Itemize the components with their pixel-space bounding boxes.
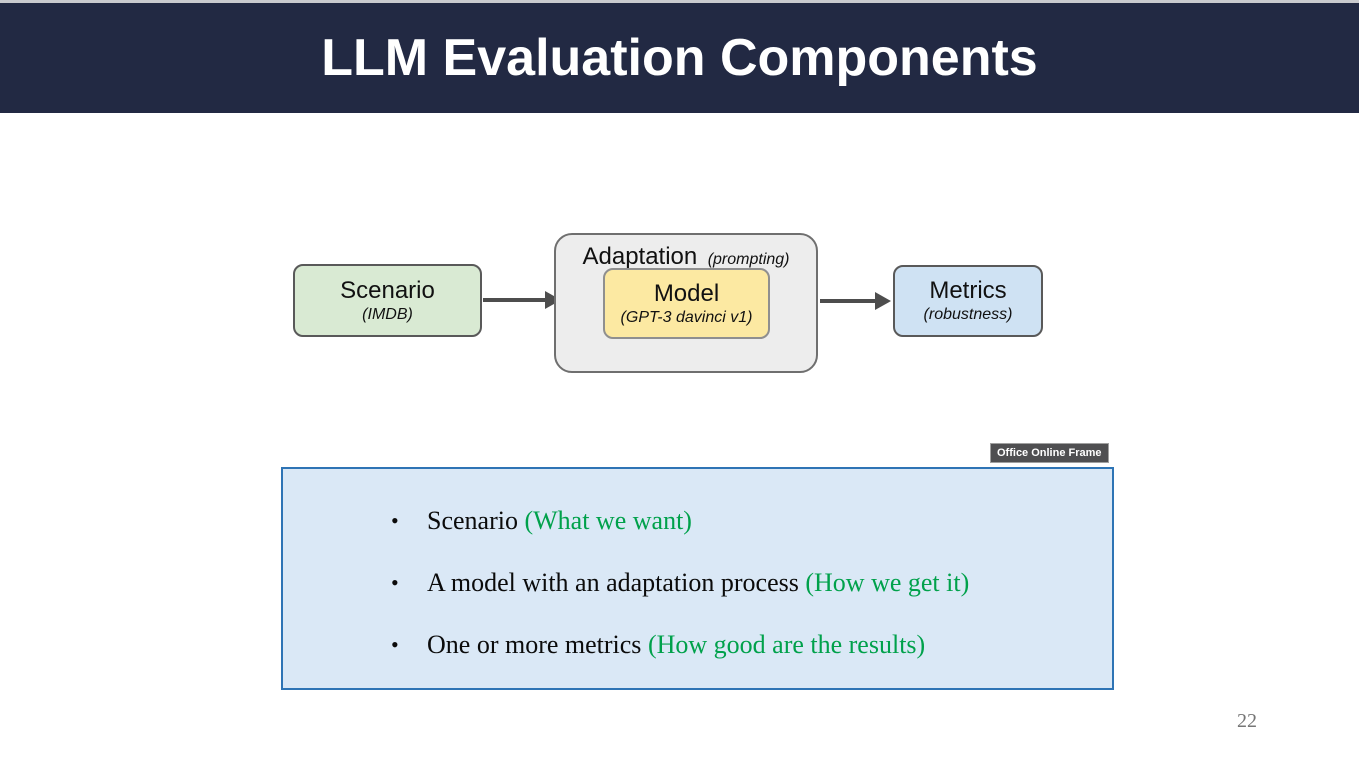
arrow-adaptation-to-metrics-head bbox=[875, 292, 891, 310]
bullet-highlight-text: (What we want) bbox=[524, 506, 692, 535]
bullet-text: A model with an adaptation process (How … bbox=[427, 567, 969, 599]
office-online-frame-panel[interactable]: • Scenario (What we want) • A model with… bbox=[281, 467, 1114, 690]
adaptation-header: Adaptation (prompting) bbox=[556, 243, 816, 271]
model-sublabel: (GPT-3 davinci v1) bbox=[620, 308, 753, 326]
top-edge-strip bbox=[0, 0, 1359, 3]
model-label: Model bbox=[653, 279, 720, 307]
page-number: 22 bbox=[1237, 710, 1257, 732]
bullet-main-text: A model with an adaptation process bbox=[427, 568, 806, 597]
bullet-main-text: Scenario bbox=[427, 506, 525, 535]
bullet-icon: • bbox=[391, 570, 399, 595]
bullet-list: • Scenario (What we want) • A model with… bbox=[391, 505, 969, 661]
arrow-scenario-to-adaptation-line bbox=[483, 298, 545, 302]
scenario-sublabel: (IMDB) bbox=[362, 305, 413, 323]
adaptation-label: Adaptation bbox=[582, 243, 698, 270]
slide-header: LLM Evaluation Components bbox=[0, 3, 1359, 113]
office-online-frame-tooltip: Office Online Frame bbox=[990, 443, 1109, 463]
metrics-node: Metrics (robustness) bbox=[893, 265, 1043, 337]
list-item: • A model with an adaptation process (Ho… bbox=[391, 567, 969, 599]
metrics-sublabel: (robustness) bbox=[923, 306, 1013, 323]
bullet-icon: • bbox=[391, 508, 399, 533]
scenario-label: Scenario bbox=[340, 276, 435, 304]
slide-title: LLM Evaluation Components bbox=[321, 29, 1038, 87]
list-item: • One or more metrics (How good are the … bbox=[391, 629, 969, 661]
list-item: • Scenario (What we want) bbox=[391, 505, 969, 537]
bullet-highlight-text: (How good are the results) bbox=[647, 630, 926, 659]
arrow-adaptation-to-metrics-line bbox=[820, 299, 875, 303]
bullet-highlight-text: (How we get it) bbox=[805, 568, 970, 597]
bullet-main-text: One or more metrics bbox=[427, 630, 648, 659]
bullet-text: Scenario (What we want) bbox=[427, 505, 692, 537]
scenario-node: Scenario (IMDB) bbox=[293, 264, 482, 337]
bullet-icon: • bbox=[391, 632, 399, 657]
metrics-label: Metrics bbox=[929, 277, 1007, 304]
adaptation-sublabel: (prompting) bbox=[707, 251, 790, 268]
model-node: Model (GPT-3 davinci v1) bbox=[603, 268, 770, 339]
bullet-text: One or more metrics (How good are the re… bbox=[427, 629, 925, 661]
